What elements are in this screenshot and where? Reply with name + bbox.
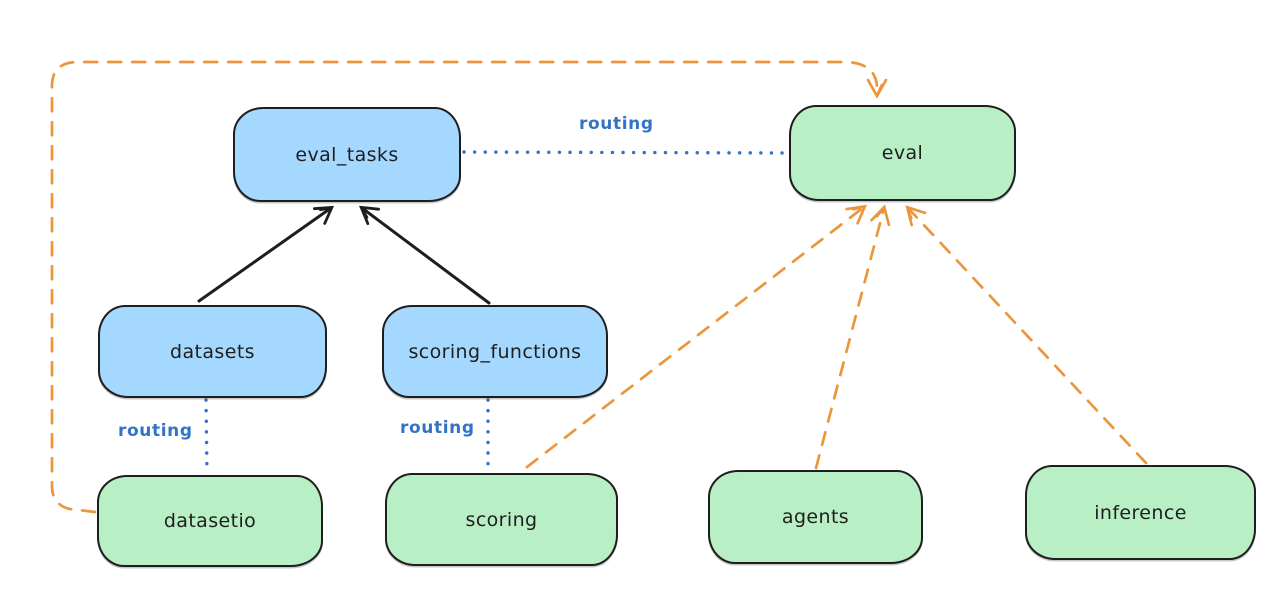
node-datasetio-label: datasetio xyxy=(163,510,257,532)
node-eval-tasks-label: eval_tasks xyxy=(295,143,399,166)
node-inference-label: inference xyxy=(1094,501,1187,524)
edge-scoring-to-eval xyxy=(525,204,867,469)
node-scoring-label: scoring xyxy=(465,508,538,531)
node-datasetio: datasetio xyxy=(97,475,323,567)
node-scoring-functions-label: scoring_functions xyxy=(408,340,582,363)
edge-datasets-to-eval-tasks xyxy=(197,205,335,303)
node-agents-label: agents xyxy=(781,506,850,528)
node-scoring-functions: scoring_functions xyxy=(382,305,608,398)
node-datasets: datasets xyxy=(98,305,327,398)
edge-inference-to-eval xyxy=(905,205,1148,465)
edge-agents-to-eval xyxy=(814,204,891,470)
node-inference: inference xyxy=(1025,465,1256,560)
node-eval-label: eval xyxy=(881,142,924,164)
edge-scoring-functions-to-eval-tasks xyxy=(359,205,491,305)
edge-label-routing-scoring-functions-scoring: routing xyxy=(400,418,475,438)
edge-label-routing-eval-tasks-eval: routing xyxy=(579,114,654,134)
edge-label-routing-datasets-datasetio: routing xyxy=(118,421,193,441)
node-eval: eval xyxy=(789,105,1016,201)
node-datasets-label: datasets xyxy=(170,340,255,363)
node-scoring: scoring xyxy=(385,473,618,566)
edge-datasetio-to-eval-around xyxy=(50,60,888,514)
node-agents: agents xyxy=(708,470,923,564)
edge-eval-tasks-to-eval-routing xyxy=(462,150,789,155)
edge-datasets-to-datasetio-routing xyxy=(204,398,209,475)
node-eval-tasks: eval_tasks xyxy=(233,107,461,202)
